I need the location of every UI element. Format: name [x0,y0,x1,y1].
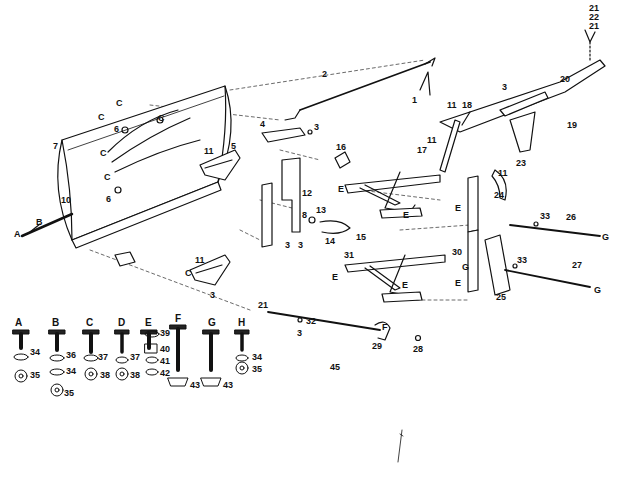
callout-number: 11 [195,255,205,265]
callout-number: 3 [314,122,319,132]
callout-number: 2 [322,69,327,79]
callout-number: 20 [560,74,570,84]
callout-number: 11 [204,146,214,156]
callout-number: 8 [302,210,307,220]
callout-number: 6 [106,194,111,204]
callout-number: 40 [160,344,170,354]
hardware-letter: D [118,318,125,328]
hardware-letter: C [86,318,93,328]
callout-number: 4 [260,119,265,129]
callout-number: 34 [30,347,40,357]
callout-number: 37 [98,352,108,362]
callout-number: 28 [413,344,423,354]
callout-number: 10 [61,195,71,205]
callout-number: 16 [336,142,346,152]
callout-number: 18 [462,100,472,110]
callout-number: 11 [447,100,457,110]
callout-number: 21 [589,21,599,31]
callout-number: 3 [210,290,215,300]
callout-number: 33 [517,255,527,265]
callout-number: E [338,184,344,194]
callout-number: 39 [160,328,170,338]
callout-number: A [14,229,21,239]
callout-number: 7 [53,141,58,151]
hardware-letter: F [175,314,181,324]
callout-number: 42 [160,368,170,378]
callout-number: C [185,268,192,278]
callout-number: 36 [66,350,76,360]
callout-number: C [98,112,105,122]
callout-number: E [332,272,338,282]
callout-number: 33 [540,211,550,221]
callout-number: 41 [160,356,170,366]
callout-number: 25 [496,292,506,302]
callout-number: 3 [298,240,303,250]
callout-number: 34 [66,366,76,376]
callout-number: 32 [306,316,316,326]
callout-number: 43 [190,380,200,390]
callout-number: F [382,322,388,332]
callout-number: 15 [356,232,366,242]
callout-number: 21 [589,3,599,13]
callout-number: G [462,262,469,272]
callout-number: E [402,280,408,290]
callout-number: G [594,285,601,295]
callout-number: 38 [130,370,140,380]
callout-number: C [100,148,107,158]
callout-number: 3 [285,240,290,250]
callout-number: 3 [502,82,507,92]
callout-number: 22 [589,12,599,22]
callout-number: 19 [567,120,577,130]
callout-number: 30 [452,247,462,257]
callout-number: 31 [344,250,354,260]
callout-number: 13 [316,205,326,215]
callout-number: 38 [100,370,110,380]
hardware-letter: E [145,318,152,328]
hardware-letter: A [15,318,22,328]
callout-number: E [403,210,409,220]
callout-number: C [116,98,123,108]
callout-number: 24 [494,190,504,200]
hardware-letter: G [208,318,216,328]
hardware-letter: B [52,318,59,328]
callout-number: 43 [223,380,233,390]
callout-number: 3 [297,328,302,338]
callout-number: 27 [572,260,582,270]
callout-number: 5 [231,141,236,151]
callout-number: C [158,113,165,123]
callout-number: 11 [498,168,508,178]
callout-number: 29 [372,341,382,351]
callout-number: 26 [566,212,576,222]
callout-number: 6 [114,124,119,134]
callout-number: 35 [30,370,40,380]
callout-number: 45 [330,362,340,372]
callout-number: 23 [516,158,526,168]
callout-number: 37 [130,352,140,362]
callout-number: 35 [64,388,74,398]
callout-number: 34 [252,352,262,362]
callout-number: 17 [417,145,427,155]
callout-number: 14 [325,236,335,246]
callout-number: 35 [252,364,262,374]
hardware-letter: H [238,318,245,328]
callout-number: E [455,203,461,213]
callout-number: C [104,172,111,182]
callout-number: 1 [412,95,417,105]
callout-number: B [36,217,43,227]
callout-number: 21 [258,300,268,310]
callout-number: G [602,232,609,242]
callout-number: 11 [427,135,437,145]
callout-number: E [455,278,461,288]
callout-number: 12 [302,188,312,198]
